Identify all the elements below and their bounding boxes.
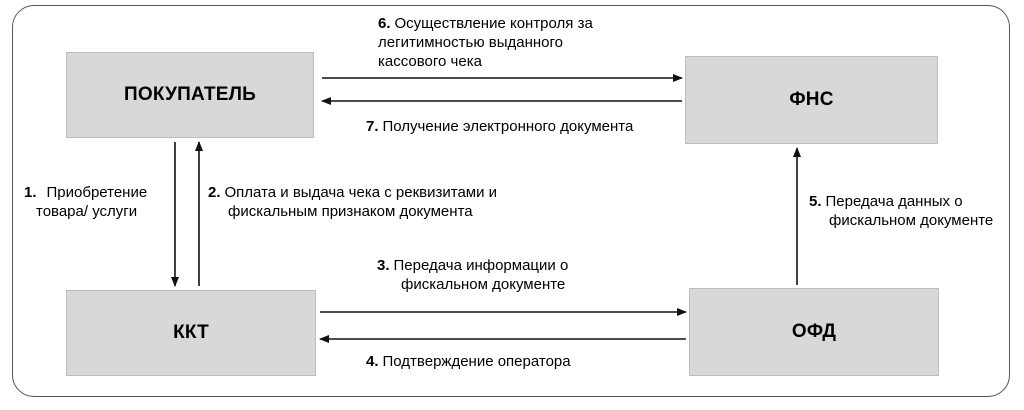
diagram-frame — [12, 5, 1010, 397]
edge-text: Осуществление контроля за — [394, 15, 593, 32]
edge-label-receive-doc: 7.Получение электронного документа — [366, 117, 633, 136]
edge-text: фискальным признаком документа — [228, 203, 473, 220]
node-fns-label: ФНС — [789, 89, 834, 110]
edge-text: кассового чека — [378, 53, 482, 70]
node-fns: ФНС — [685, 56, 938, 144]
edge-text: Оплата и выдача чека с реквизитами и — [224, 184, 498, 201]
edge-number: 6. — [378, 15, 391, 32]
edge-label-purchase: 1. Приобретение товара/ услуги — [24, 183, 147, 221]
node-kkt: ККТ — [66, 290, 316, 376]
edge-number: 1. — [24, 184, 37, 201]
edge-text: Подтверждение оператора — [382, 353, 571, 370]
edge-number: 5. — [809, 193, 822, 210]
edge-text: Получение электронного документа — [382, 118, 634, 135]
edge-label-operator-confirm: 4.Подтверждение оператора — [366, 352, 571, 371]
edge-text: легитимностью выданного — [378, 34, 563, 51]
edge-text: товара/ услуги — [36, 203, 138, 220]
edge-text: Передача информации о — [393, 257, 569, 274]
edge-number: 7. — [366, 118, 379, 135]
node-buyer-label: ПОКУПАТЕЛЬ — [123, 84, 257, 105]
edge-text: фискальном документе — [401, 276, 566, 293]
edge-number: 2. — [208, 184, 221, 201]
node-ofd-label: ОФД — [791, 321, 837, 342]
edge-text: Приобретение — [46, 184, 148, 201]
edge-text: фискальном документе — [829, 212, 994, 229]
edge-number: 3. — [377, 257, 390, 274]
node-ofd: ОФД — [689, 288, 939, 376]
edge-label-payment-receipt: 2.Оплата и выдача чека с реквизитами и ф… — [208, 183, 497, 221]
edge-number: 4. — [366, 353, 379, 370]
edge-label-transfer-info: 3.Передача информации о фискальном докум… — [377, 256, 568, 294]
edge-text: Передача данных о — [825, 193, 963, 210]
edge-label-transfer-data: 5.Передача данных о фискальном документе — [809, 192, 993, 230]
node-buyer: ПОКУПАТЕЛЬ — [66, 52, 314, 138]
node-kkt-label: ККТ — [173, 322, 209, 343]
edge-label-control: 6.Осуществление контроля за легитимность… — [378, 14, 593, 71]
